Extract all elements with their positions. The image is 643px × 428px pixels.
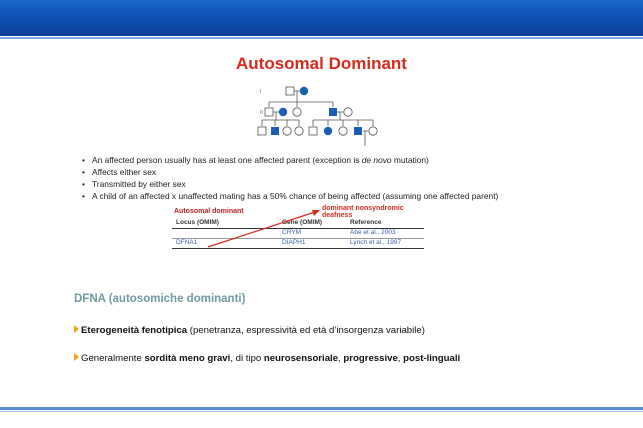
pedigree-female-affected [323, 126, 333, 136]
pedigree-female-affected [299, 86, 309, 96]
table-cell: Abe et al., 2003 [350, 229, 396, 236]
pedigree-chart: I II III [257, 86, 378, 146]
table-cell: Lynch et al., 1997 [350, 239, 402, 246]
table-header-row: Locus (OMIM) Gene (OMIM) Reference [172, 219, 424, 229]
pedigree-female-affected [278, 107, 288, 117]
annotation-arrow [207, 210, 320, 248]
bullet-item: Transmitted by either sex [82, 178, 498, 190]
table-title: Autosomal dominant [174, 208, 244, 215]
header-bar [0, 0, 643, 36]
table-row: DFNA1 DIAPH1 Lynch et al., 1997 [172, 239, 424, 249]
table-cell: DFNA1 [176, 239, 198, 246]
text-line-features: Generalmente sordità meno gravi, di tipo… [74, 353, 460, 364]
text-line-heterogeneity: Eterogeneità fenotipica (penetranza, esp… [74, 325, 425, 336]
generation-label-1: I [260, 89, 261, 95]
slide-title: Autosomal Dominant [236, 54, 407, 73]
pedigree-female [294, 126, 304, 136]
pedigree-male [285, 86, 295, 96]
table-row: CRYM Abe et al., 2003 [172, 229, 424, 239]
pedigree-male-affected [329, 108, 337, 116]
pedigree-female [292, 107, 302, 117]
pedigree-female [338, 126, 348, 136]
footer-divider [0, 407, 643, 410]
table-cell: CRYM [282, 229, 302, 236]
bullet-item: An affected person usually has at least … [82, 154, 498, 166]
pedigree-female [343, 107, 353, 117]
table-header-cell: Locus (OMIM) [176, 219, 219, 226]
bullet-item: A child of an affected x unaffected mati… [82, 190, 498, 202]
pedigree-female [368, 126, 378, 136]
table-header-cell: Reference [350, 219, 382, 226]
arrow-bullet-icon [74, 325, 79, 333]
pedigree-male-affected [354, 127, 362, 135]
arrow-bullet-icon [74, 353, 79, 361]
bullet-item: Affects either sex [82, 166, 498, 178]
table-annotation: dominant nonsyndromic deafness [322, 205, 404, 219]
pedigree-female [282, 126, 292, 136]
table-header-cell: Gene (OMIM) [282, 219, 323, 226]
footer-divider-thin [0, 411, 643, 412]
section-subtitle: DFNA (autosomiche dominanti) [74, 293, 246, 305]
omim-table: Autosomal dominant dominant nonsyndromic… [172, 205, 432, 268]
pedigree-male [308, 126, 318, 136]
header-divider [0, 37, 643, 39]
pedigree-male [257, 126, 267, 136]
pedigree-male-affected [271, 127, 279, 135]
pedigree-male [264, 107, 274, 117]
generation-label-2: II [260, 110, 263, 116]
table-cell: DIAPH1 [282, 239, 306, 246]
bullet-list: An affected person usually has at least … [82, 154, 498, 202]
